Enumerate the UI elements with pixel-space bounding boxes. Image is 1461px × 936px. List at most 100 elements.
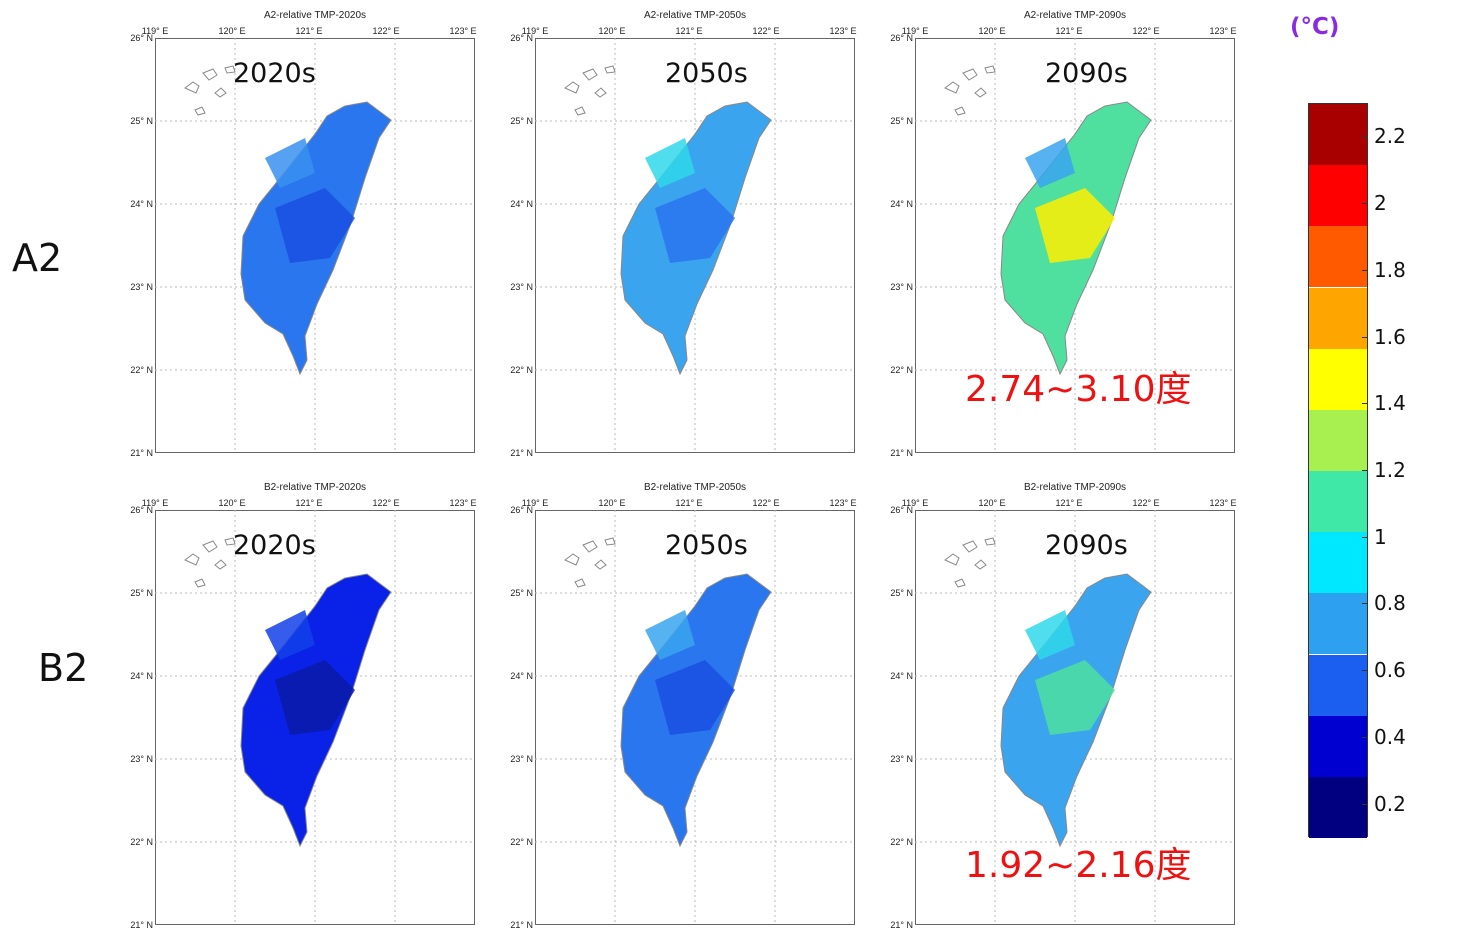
coastline-islands <box>184 65 236 116</box>
longitude-label: 122° E <box>1132 498 1160 508</box>
longitude-label: 120° E <box>978 26 1006 36</box>
latitude-label: 25° N <box>510 116 533 126</box>
colorbar-unit: (°C) <box>1290 14 1340 40</box>
latitude-label: 24° N <box>510 671 533 681</box>
longitude-label: 123° E <box>449 26 477 36</box>
longitude-label: 119° E <box>901 26 929 36</box>
coastline-islands <box>564 65 616 116</box>
latitude-label: 26° N <box>890 505 913 515</box>
longitude-label: 123° E <box>1209 498 1237 508</box>
map-frame <box>535 510 855 925</box>
longitude-label: 121° E <box>295 26 323 36</box>
longitude-label: 119° E <box>901 498 929 508</box>
latitude-label: 25° N <box>130 116 153 126</box>
latitude-label: 23° N <box>890 754 913 764</box>
decade-label: 2090s <box>1045 58 1128 89</box>
latitude-label: 25° N <box>890 116 913 126</box>
map-frame <box>915 38 1235 453</box>
decade-label: 2090s <box>1045 530 1128 561</box>
panel-title: B2-relative TMP-2090s <box>1023 482 1127 493</box>
longitude-label: 119° E <box>521 26 549 36</box>
latitude-label: 24° N <box>130 199 153 209</box>
latitude-label: 22° N <box>130 837 153 847</box>
colorbar-segment <box>1309 165 1367 227</box>
latitude-label: 25° N <box>130 588 153 598</box>
latitude-label: 26° N <box>130 505 153 515</box>
latitude-label: 22° N <box>130 365 153 375</box>
row-label-b2: B2 <box>38 646 89 690</box>
decade-label: 2020s <box>233 530 316 561</box>
colorbar-tick-label: 1.6 <box>1362 325 1406 349</box>
longitude-label: 122° E <box>372 26 400 36</box>
colorbar-segment <box>1309 471 1367 533</box>
latitude-label: 23° N <box>890 282 913 292</box>
contour-patch <box>275 660 355 735</box>
colorbar-segment <box>1309 348 1367 410</box>
colorbar-segment <box>1309 593 1367 655</box>
latitude-label: 24° N <box>890 671 913 681</box>
panel-title: A2-relative TMP-2020s <box>263 10 367 21</box>
colorbar-segment <box>1309 715 1367 777</box>
contour-patch <box>655 660 735 735</box>
longitude-label: 121° E <box>1055 26 1083 36</box>
colorbar-tick-label: 0.4 <box>1362 725 1406 749</box>
latitude-label: 22° N <box>890 365 913 375</box>
colorbar <box>1308 103 1368 838</box>
latitude-label: 26° N <box>890 33 913 43</box>
contour-patch <box>645 610 695 660</box>
panel-title: B2-relative TMP-2020s <box>263 482 367 493</box>
latitude-label: 21° N <box>890 448 913 458</box>
map-frame <box>915 510 1235 925</box>
latitude-label: 22° N <box>890 837 913 847</box>
longitude-label: 119° E <box>141 26 169 36</box>
decade-label: 2050s <box>665 58 748 89</box>
coastline-islands <box>184 537 236 588</box>
colorbar-segment <box>1309 532 1367 594</box>
longitude-label: 121° E <box>1055 498 1083 508</box>
contour-patch <box>275 188 355 263</box>
longitude-label: 122° E <box>372 498 400 508</box>
colorbar-segment <box>1309 654 1367 716</box>
latitude-label: 24° N <box>510 199 533 209</box>
contour-patch <box>645 138 695 188</box>
contour-patch <box>1035 188 1115 263</box>
colorbar-segment <box>1309 104 1367 166</box>
colorbar-tick-label: 0.6 <box>1362 658 1406 682</box>
coastline-islands <box>564 537 616 588</box>
longitude-label: 122° E <box>752 26 780 36</box>
map-frame <box>155 510 475 925</box>
longitude-label: 120° E <box>218 26 246 36</box>
latitude-label: 22° N <box>510 837 533 847</box>
latitude-label: 21° N <box>510 448 533 458</box>
latitude-label: 21° N <box>130 448 153 458</box>
colorbar-tick-label: 1.4 <box>1362 391 1406 415</box>
map-panel: A2-relative TMP-2020s 119° E 120° E 121° E 1… <box>130 10 477 458</box>
colorbar-segment <box>1309 287 1367 349</box>
longitude-label: 123° E <box>829 498 857 508</box>
longitude-label: 121° E <box>295 498 323 508</box>
latitude-label: 24° N <box>890 199 913 209</box>
panel-title: B2-relative TMP-2050s <box>643 482 747 493</box>
map-frame <box>155 38 475 453</box>
longitude-label: 122° E <box>752 498 780 508</box>
longitude-label: 119° E <box>141 498 169 508</box>
colorbar-tick-label: 1.2 <box>1362 458 1406 482</box>
latitude-label: 21° N <box>130 920 153 930</box>
latitude-label: 26° N <box>510 33 533 43</box>
contour-patch <box>1035 660 1115 735</box>
decade-label: 2020s <box>233 58 316 89</box>
latitude-label: 23° N <box>130 282 153 292</box>
latitude-label: 22° N <box>510 365 533 375</box>
colorbar-tick-label: 0.8 <box>1362 591 1406 615</box>
colorbar-segment <box>1309 776 1367 838</box>
coastline-islands <box>944 537 996 588</box>
decade-label: 2050s <box>665 530 748 561</box>
longitude-label: 123° E <box>1209 26 1237 36</box>
longitude-label: 119° E <box>521 498 549 508</box>
contour-patch <box>1025 138 1075 188</box>
colorbar-tick-label: 0.2 <box>1362 792 1406 816</box>
latitude-label: 23° N <box>510 282 533 292</box>
warming-range: 1.92~2.16度 <box>965 845 1192 886</box>
